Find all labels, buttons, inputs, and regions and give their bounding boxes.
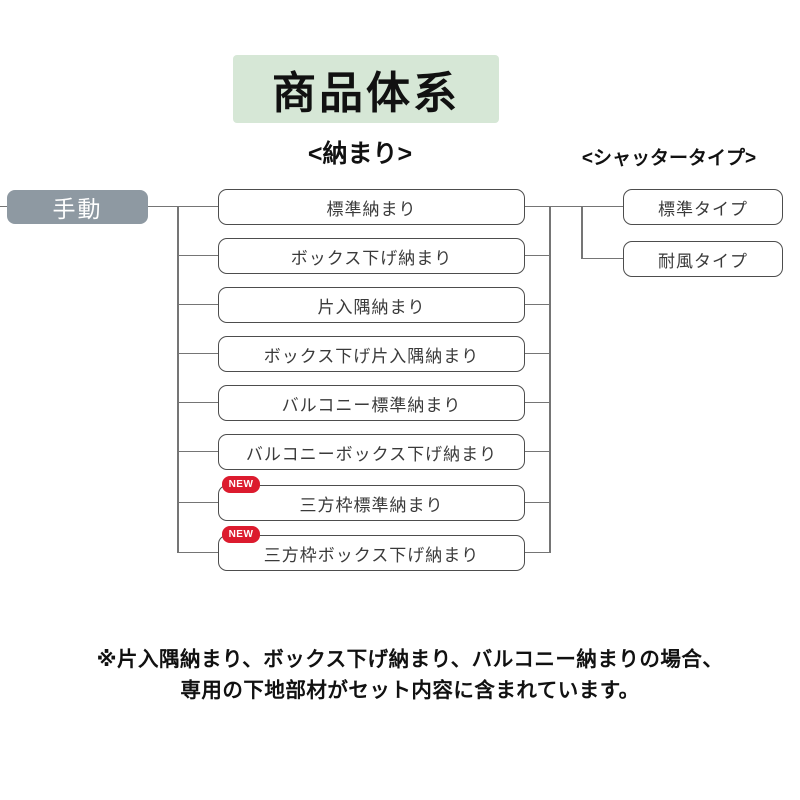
nakamari-box-label: 三方枠標準納まり	[299, 495, 444, 515]
connector-line	[177, 352, 218, 354]
connector-line	[177, 303, 218, 305]
nakamari-box-label: バルコニーボックス下げ納まり	[245, 444, 498, 464]
nakamari-box: 片入隅納まり	[218, 287, 525, 323]
connector-line	[177, 254, 218, 256]
nakamari-box: バルコニーボックス下げ納まり	[218, 434, 525, 470]
nakamari-section-label: <納まり>	[307, 140, 413, 168]
shutter-type-box-standard: 標準タイプ	[623, 189, 783, 225]
nakamari-box-label: 片入隅納まり	[317, 297, 426, 317]
shutter-type-box-label: 標準タイプ	[658, 199, 748, 219]
nakamari-box-label: 標準納まり	[326, 199, 417, 219]
page-title: 商品体系	[272, 69, 460, 118]
footnote-line2: 専用の下地部材がセット内容に含まれています。	[180, 679, 640, 702]
connector-line	[581, 257, 623, 259]
connector-line	[525, 551, 550, 553]
connector-line	[581, 206, 583, 258]
nakamari-box: バルコニー標準納まり	[218, 385, 525, 421]
manual-root-label: 手動	[52, 196, 103, 222]
footnote-line1: ※片入隅納まり、ボックス下げ納まり、バルコニー納まりの場合、	[96, 648, 724, 671]
new-badge: NEW	[222, 476, 260, 493]
connector-line	[525, 352, 550, 354]
nakamari-box: 標準納まり	[218, 189, 525, 225]
connector-line	[177, 401, 218, 403]
new-badge-label: NEW	[228, 479, 254, 490]
connector-line	[525, 254, 550, 256]
nakamari-box: 三方枠標準納まり	[218, 485, 525, 521]
nakamari-box-label: 三方枠ボックス下げ納まり	[263, 545, 480, 565]
connector-line	[525, 205, 623, 207]
nakamari-box-label: ボックス下げ納まり	[290, 248, 453, 268]
connector-line	[177, 551, 218, 553]
connector-line	[0, 205, 7, 207]
shutter-type-section-label: <シャッタータイプ>	[581, 148, 757, 169]
shutter-type-box-label: 耐風タイプ	[658, 251, 748, 271]
new-badge: NEW	[222, 526, 260, 543]
connector-line	[525, 401, 550, 403]
connector-line	[177, 501, 218, 503]
connector-line	[525, 303, 550, 305]
nakamari-box: ボックス下げ片入隅納まり	[218, 336, 525, 372]
connector-line	[177, 206, 179, 553]
new-badge-label: NEW	[228, 529, 254, 540]
nakamari-box-label: バルコニー標準納まり	[281, 395, 462, 415]
page-title-banner: 商品体系	[233, 55, 499, 123]
manual-root-node: 手動	[7, 190, 148, 224]
nakamari-box: ボックス下げ納まり	[218, 238, 525, 274]
footnote: ※片入隅納まり、ボックス下げ納まり、バルコニー納まりの場合、 専用の下地部材がセ…	[0, 644, 800, 706]
connector-line	[148, 205, 218, 207]
connector-line	[549, 206, 551, 553]
connector-line	[525, 450, 550, 452]
nakamari-box-label: ボックス下げ片入隅納まり	[263, 346, 480, 366]
connector-line	[177, 450, 218, 452]
nakamari-box: 三方枠ボックス下げ納まり	[218, 535, 525, 571]
connector-line	[525, 501, 550, 503]
shutter-type-box-wind-resistant: 耐風タイプ	[623, 241, 783, 277]
